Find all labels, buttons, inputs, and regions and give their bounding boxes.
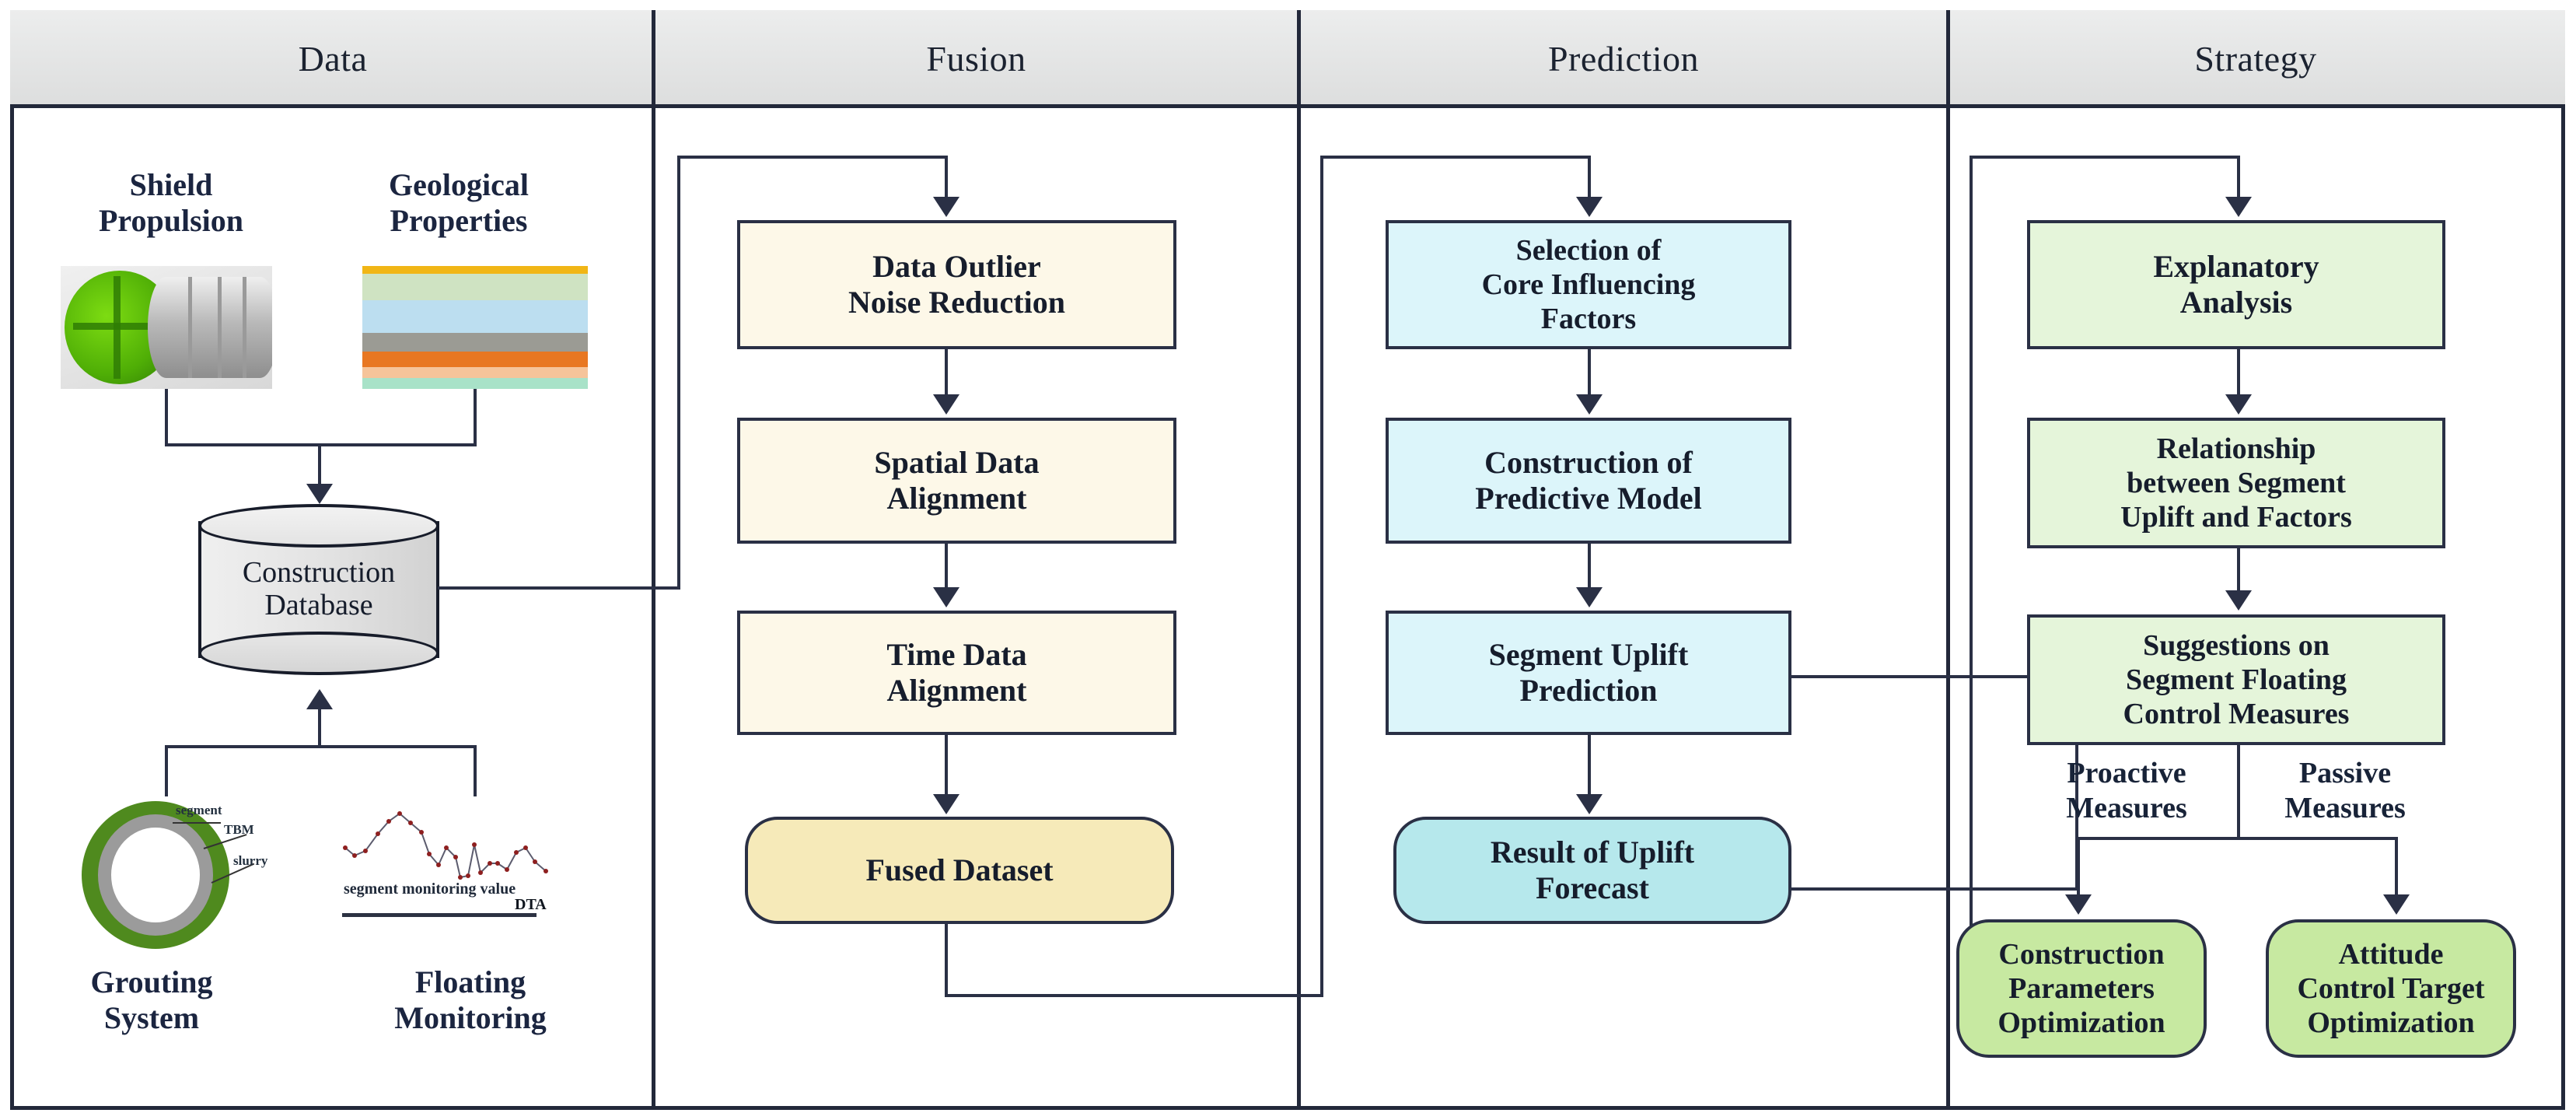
connector-prediction-top-h [1320,156,1591,159]
connector-fusion-1-2 [945,349,948,396]
arrowhead-pred-2-3 [1576,587,1603,607]
arrowhead-construction-parameters [2065,894,2092,915]
prediction-step-segment-uplift-prediction[interactable]: Segment Uplift Prediction [1386,611,1791,735]
grouting-label-segment: segment [176,803,222,817]
arrowhead-fusion-entry [933,197,959,217]
prediction-step-construction-predictive-model[interactable]: Construction of Predictive Model [1386,418,1791,544]
connector-merge-up [318,706,321,748]
connector-branch-stem [2237,745,2240,840]
connector-fusion-entry-v [945,156,948,198]
connector-geo-down [474,389,477,446]
column-separator-2 [1297,10,1301,1110]
arrowhead-pred-3-4 [1576,794,1603,814]
connector-strategy-merge-v [2075,675,2078,891]
connector-db-to-fusion-h [438,586,680,590]
fusion-output-fused-dataset[interactable]: Fused Dataset [745,817,1174,924]
strategy-step-suggestions-control-measures[interactable]: Suggestions on Segment Floating Control … [2027,614,2445,745]
connector-prediction-riser [1320,156,1323,997]
connector-merge-down [318,443,321,487]
connector-branch-bus [2077,837,2398,840]
connector-pred-3-4 [1588,735,1591,796]
tbm-machine-image [61,266,272,389]
connector-pred-2-3 [1588,544,1591,589]
database-label-line2: Database [264,589,373,621]
source-caption-geological-properties: Geological Properties [389,167,529,238]
connector-uplift-to-strategy-h [1791,675,2078,678]
connector-branch-left-v [2077,837,2080,896]
source-caption-grouting-system: Grouting System [90,964,213,1035]
fusion-step-time-data-alignment[interactable]: Time Data Alignment [737,611,1176,735]
prediction-step-selection-core-factors[interactable]: Selection of Core Influencing Factors [1386,220,1791,349]
arrowhead-prediction-entry [1576,197,1603,217]
database-label-line1: Construction [242,556,396,590]
column-separator-1 [652,10,655,1110]
connector-strat-2-3 [2237,548,2240,592]
column-header-data: Data [298,39,368,79]
connector-monitoring-up [474,745,477,796]
fusion-step-data-outlier-noise-reduction[interactable]: Data Outlier Noise Reduction [737,220,1176,349]
arrowhead-strategy-entry [2225,197,2252,217]
arrowhead-pred-1-2 [1576,394,1603,415]
grouting-label-slurry: slurry [233,853,268,868]
header-bar [10,10,2565,108]
arrowhead-attitude-control [2383,894,2410,915]
connector-grouting-up [165,745,168,796]
connector-fusion-2-3 [945,544,948,589]
branch-label-passive-measures: Passive Measures [2284,757,2406,824]
connector-fusion-3-4 [945,735,948,796]
monitoring-axis-label: DTA [515,896,547,913]
construction-database-cylinder: Construction Database [198,504,439,675]
arrowhead-to-database [306,484,333,504]
connector-strategy-top-h [1970,156,2240,159]
connector-merge-bus-bottom [165,745,477,748]
connector-fusion-top-h [677,156,948,159]
connector-fused-down [945,924,948,997]
arrowhead-strat-1-2 [2225,394,2252,415]
strategy-step-explanatory-analysis[interactable]: Explanatory Analysis [2027,220,2445,349]
strategy-outcome-attitude-control-target-optimization[interactable]: Attitude Control Target Optimization [2266,919,2516,1058]
monitoring-line-chart: segment monitoring value DTA [342,800,591,917]
connector-strategy-riser [1970,156,1973,997]
connector-branch-right-v [2395,837,2398,896]
monitoring-series-label: segment monitoring value [344,880,516,898]
grouting-label-tbm: TBM [224,822,254,837]
fusion-step-spatial-data-alignment[interactable]: Spatial Data Alignment [737,418,1176,544]
geological-strata-image [362,266,588,389]
arrowhead-fusion-2-3 [933,587,959,607]
arrowhead-strat-2-3 [2225,590,2252,611]
column-header-prediction: Prediction [1547,39,1700,79]
column-header-fusion: Fusion [926,39,1026,79]
connector-prediction-entry-v [1588,156,1591,198]
connector-fused-to-prediction-h [945,994,1323,997]
monitoring-chart-svg [343,811,548,880]
grouting-ring-diagram [82,801,229,949]
arrowhead-fusion-1-2 [933,394,959,415]
source-caption-floating-monitoring: Floating Monitoring [394,964,547,1035]
connector-db-to-fusion-v [677,156,680,590]
connector-strategy-entry-v [2237,156,2240,198]
prediction-output-result-uplift-forecast[interactable]: Result of Uplift Forecast [1393,817,1791,924]
arrowhead-fusion-3-4 [933,794,959,814]
column-header-strategy: Strategy [2194,39,2317,79]
connector-strat-1-2 [2237,349,2240,396]
connector-shield-down [165,389,168,446]
connector-pred-1-2 [1588,349,1591,396]
strategy-outcome-construction-parameters-optimization[interactable]: Construction Parameters Optimization [1956,919,2207,1058]
connector-forecast-to-strategy-h [1791,887,2078,891]
branch-label-proactive-measures: Proactive Measures [2066,757,2187,824]
source-caption-shield-propulsion: Shield Propulsion [99,167,243,238]
grouting-leader-segment [173,822,221,824]
strategy-step-relationship-uplift-factors[interactable]: Relationship between Segment Uplift and … [2027,418,2445,548]
column-separator-3 [1946,10,1950,1110]
